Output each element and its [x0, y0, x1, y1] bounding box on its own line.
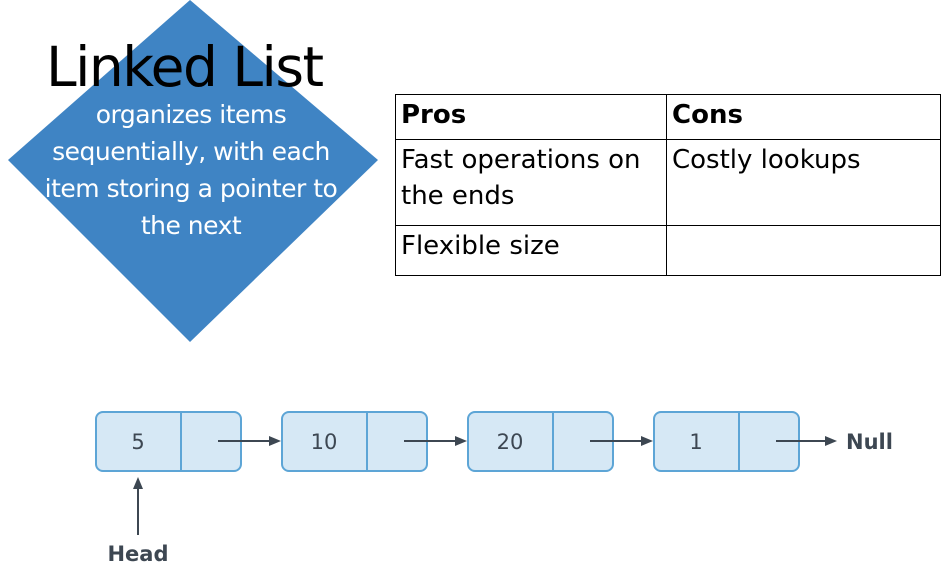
- cons-header: Cons: [666, 94, 941, 140]
- head-arrow: [133, 477, 143, 535]
- pointer-arrow: [590, 436, 653, 446]
- list-node: 10: [281, 411, 428, 472]
- pointer-arrow: [404, 436, 467, 446]
- diamond-polygon: [8, 0, 378, 342]
- table-header-row: Pros Cons: [395, 94, 941, 140]
- table-cell: Fast operations on the ends: [395, 139, 667, 226]
- table-cell: [666, 225, 941, 276]
- table-row: Fast operations on the ends Costly looku…: [395, 139, 941, 226]
- table-row: Flexible size: [395, 225, 941, 276]
- page-title: Linked List: [46, 35, 324, 99]
- null-label: Null: [846, 430, 893, 454]
- list-node: 20: [467, 411, 614, 472]
- node-value: 5: [131, 430, 144, 454]
- pros-header: Pros: [395, 94, 667, 140]
- node-value: 10: [311, 430, 338, 454]
- null-arrow: [776, 436, 837, 446]
- head-label: Head: [107, 542, 168, 566]
- pros-cons-table: Pros Cons Fast operations on the ends Co…: [395, 94, 941, 276]
- pointer-arrow: [218, 436, 281, 446]
- node-value: 20: [497, 430, 524, 454]
- table-cell: Costly lookups: [666, 139, 941, 226]
- table-cell: Flexible size: [395, 225, 667, 276]
- linked-list-description: organizes items sequentially, with each …: [44, 100, 338, 240]
- diamond-shape: [8, 0, 378, 342]
- node-value: 1: [689, 430, 702, 454]
- linked-list-diagram: 5 10 20 1 Null Head: [95, 411, 893, 566]
